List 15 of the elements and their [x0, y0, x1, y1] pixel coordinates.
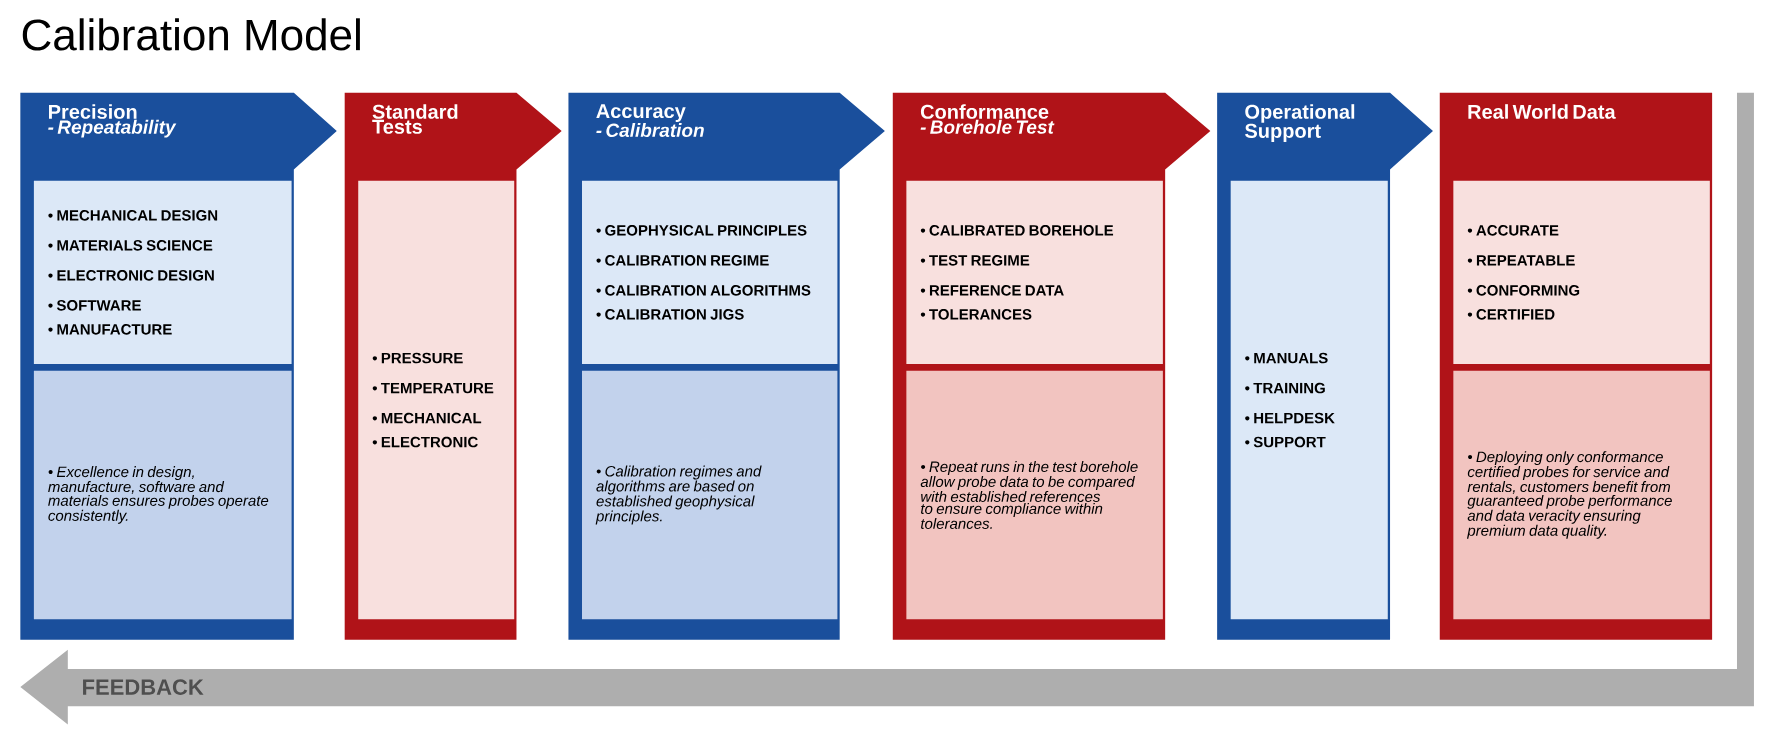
node-label: • REPEATABLE	[1467, 255, 1575, 266]
bullet-list-panel: • PRESSURE • TEMPERATURE • MECHANICAL • ELECTRONIC	[358, 180, 515, 620]
bullet-list-panel: • ACCURATE • REPEATABLE • CONFORMING • CERTIFIED	[1453, 180, 1710, 364]
bullet-list-panel: • CALIBRATED BOREHOLE • TEST REGIME • REFERENCE DATA • TOLERANCES	[906, 180, 1163, 364]
note-panel: • Calibration regimes and algorithms are based on established geophysical principles.	[582, 370, 838, 620]
note-panel: • Deploying only conformance certified probes for service and rentals, customers benefit from guaranteed probe performance and data veracity ensuring premium data quality.	[1453, 370, 1710, 620]
node-label: • CERTIFIED	[1467, 309, 1555, 320]
bullet-list-panel: • MECHANICAL DESIGN • MATERIALS SCIENCE • ELECTRONIC DESIGN • SOFTWARE • MANUFACTURE	[33, 180, 292, 364]
title: Calibration Model	[22, 18, 360, 51]
bullet-list-panel: • MANUALS • TRAINING • HELPDESK • SUPPORT	[1230, 180, 1388, 620]
note-panel: • Repeat runs in the test borehole allow probe data to be compared with established references to ensure compliance within tolerances.	[906, 370, 1163, 620]
bullet-list-panel: • GEOPHYSICAL PRINCIPLES • CALIBRATION REGIME • CALIBRATION ALGORITHMS • CALIBRATION JIGS	[582, 180, 838, 364]
node-label: • ACCURATE	[1467, 225, 1559, 236]
note-panel: • Excellence in design, manufacture, software and materials ensures probes operate consistently.	[33, 370, 292, 620]
node-label: • CONFORMING	[1467, 285, 1580, 296]
